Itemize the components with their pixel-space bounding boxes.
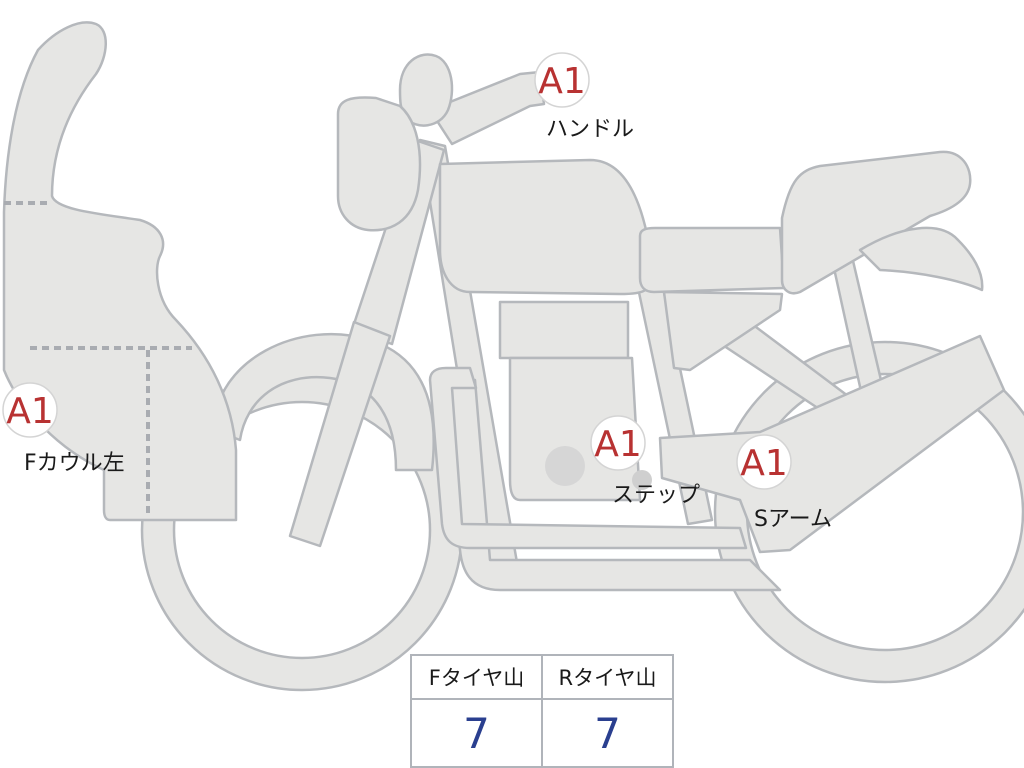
- front-tire-value: 7: [410, 698, 543, 768]
- front-fork: [350, 138, 446, 346]
- rear-cowl: [858, 226, 984, 292]
- side-cover: [662, 290, 784, 372]
- marker-swing-arm[interactable]: A1 Sアーム: [736, 434, 832, 532]
- marker-code: A1: [594, 424, 642, 465]
- swing-arm: [658, 334, 1006, 554]
- rear-tire-value: 7: [541, 698, 674, 768]
- exhaust-pipe-upper: [428, 366, 748, 550]
- marker-part-label: ステップ: [612, 483, 700, 508]
- seat-front: [638, 226, 786, 294]
- handlebar: [428, 70, 546, 146]
- rear-tire-header: Rタイヤ山: [541, 654, 674, 700]
- marker-handlebar[interactable]: A1 ハンドル: [534, 52, 634, 142]
- marker-code: A1: [6, 391, 54, 432]
- marker-code: A1: [538, 61, 586, 102]
- exhaust-pipe-lower: [438, 378, 782, 592]
- front-cowl-left: [2, 21, 238, 522]
- front-tire-header: Fタイヤ山: [410, 654, 543, 700]
- marker-step[interactable]: A1 ステップ: [590, 415, 700, 508]
- front-fork-lower: [288, 320, 392, 548]
- seat-rear: [780, 150, 972, 295]
- tire-tread-table: Fタイヤ山 Rタイヤ山 7 7: [410, 654, 674, 768]
- headlight: [336, 96, 422, 232]
- fuel-tank: [438, 158, 652, 296]
- marker-code: A1: [740, 443, 788, 484]
- table-header-row: Fタイヤ山 Rタイヤ山: [410, 654, 674, 700]
- marker-front-cowl[interactable]: A1 Fカウル左: [2, 382, 125, 476]
- table-row: 7 7: [410, 698, 674, 768]
- marker-part-label: ハンドル: [546, 117, 634, 142]
- marker-part-label: Fカウル左: [24, 451, 125, 476]
- marker-part-label: Sアーム: [754, 507, 832, 532]
